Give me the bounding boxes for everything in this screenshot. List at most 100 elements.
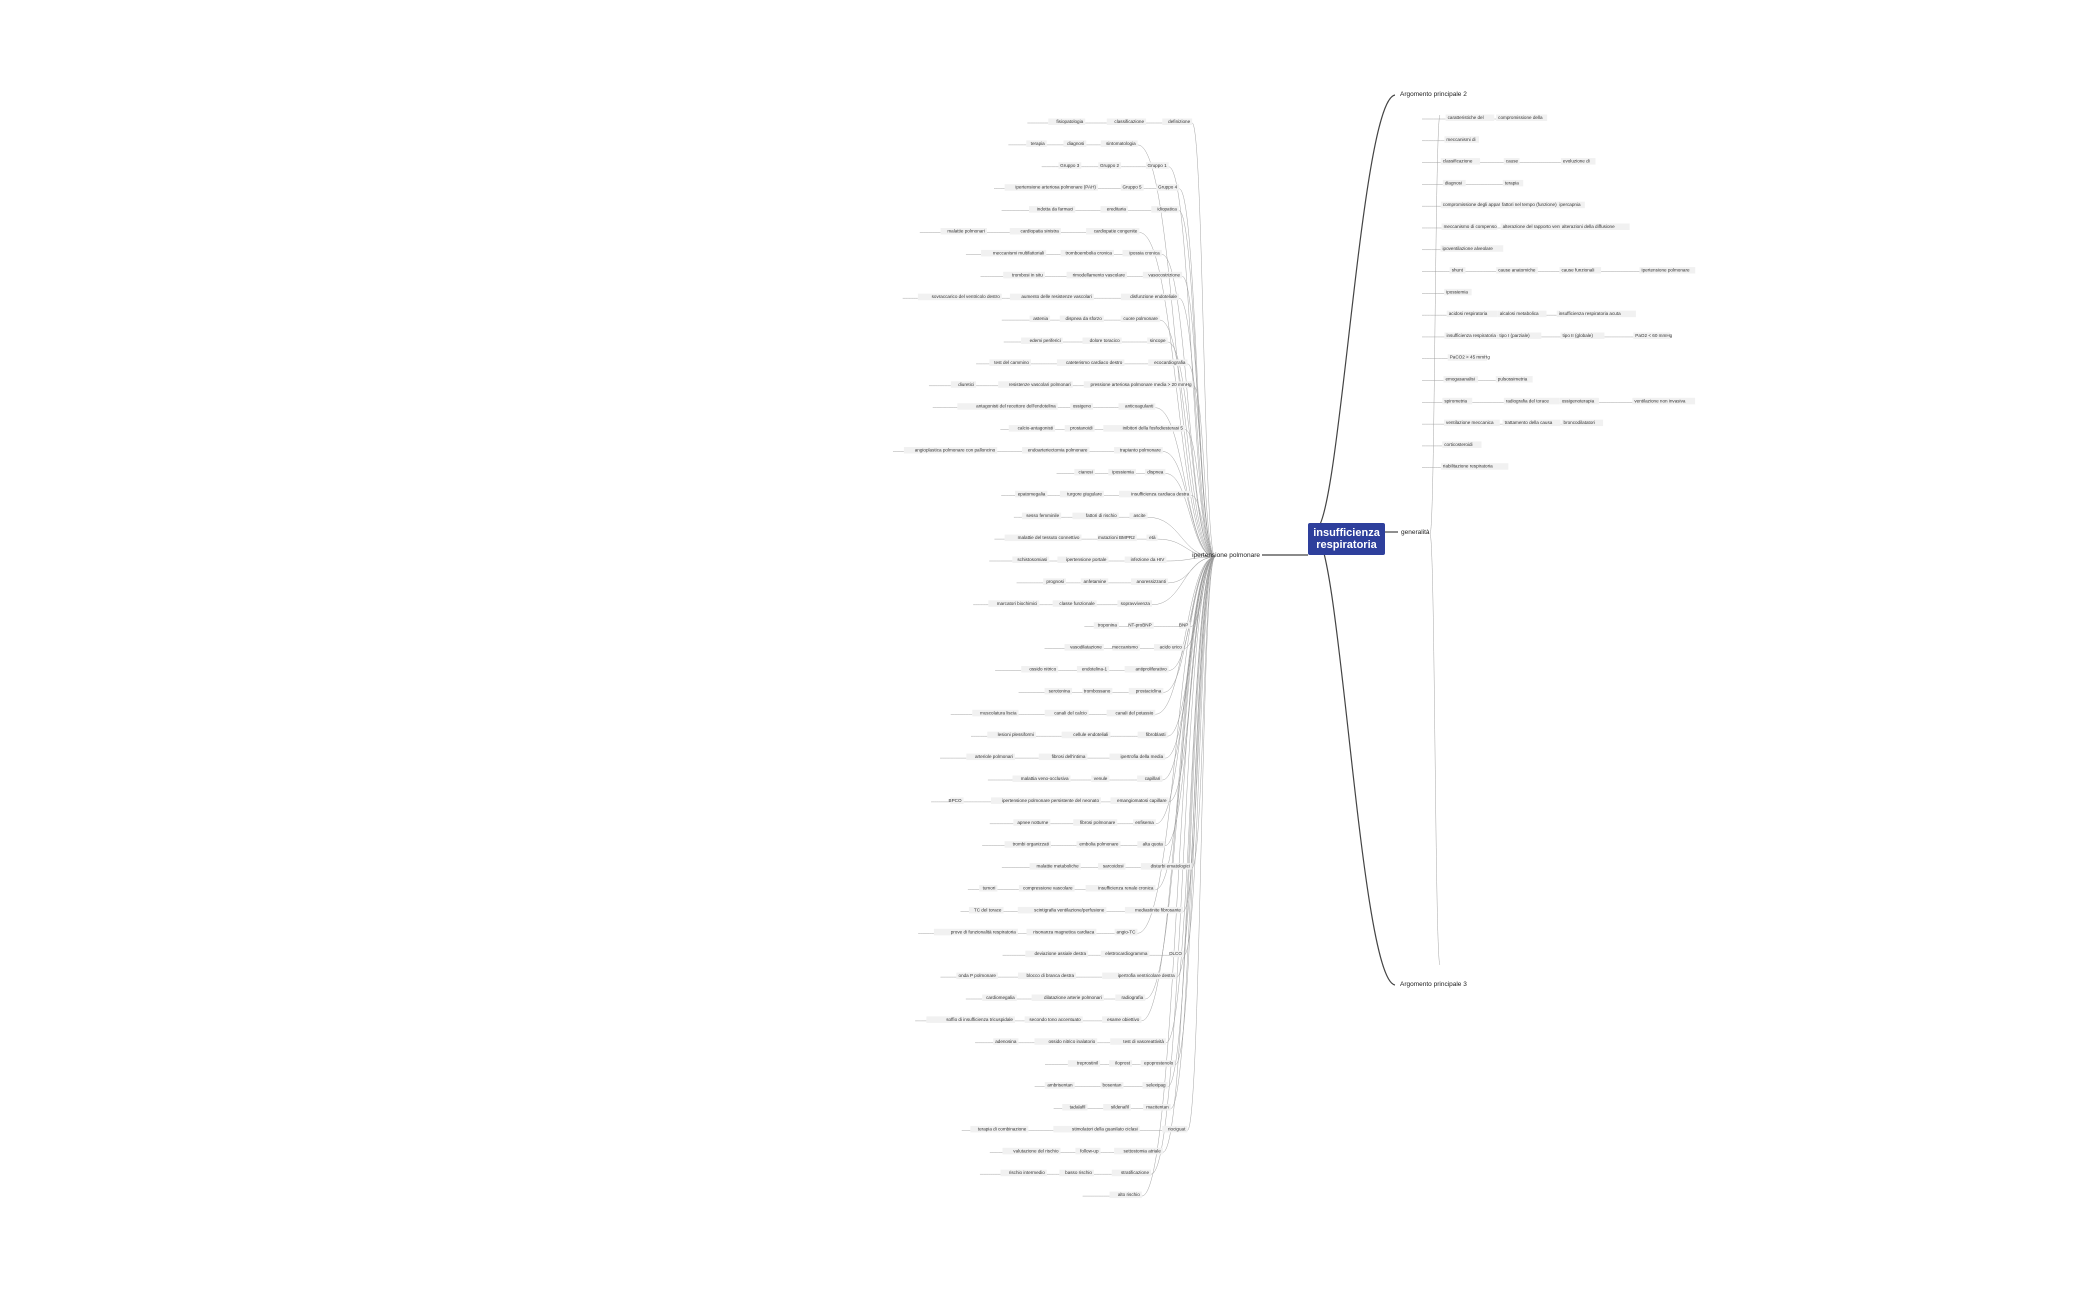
branch-ipertensione-polmonare[interactable]: ipertensione polmonare	[1192, 552, 1260, 559]
branch-argomento-3[interactable]: Argomento principale 3	[1400, 981, 1467, 988]
left-node[interactable]: epatomegalia	[1015, 490, 1048, 498]
left-node[interactable]: treprostinil	[1067, 1060, 1101, 1067]
left-node[interactable]: anfetamine	[1080, 578, 1109, 585]
left-node[interactable]: elettrocardiogramma	[1100, 950, 1150, 958]
left-node[interactable]: vasodilatazione	[1064, 644, 1104, 651]
left-node[interactable]: sildenafil	[1103, 1104, 1131, 1111]
left-node[interactable]: rimodellamento vascolare	[1066, 271, 1127, 279]
left-node[interactable]: fibrosi dell'intima	[1038, 753, 1088, 761]
right-node[interactable]: radiografia del torace	[1503, 397, 1560, 405]
left-node[interactable]: enfisema	[1133, 819, 1156, 826]
left-node[interactable]: selexipag	[1142, 1082, 1168, 1089]
left-node[interactable]: aumento delle resistenze vascolari	[1009, 293, 1094, 301]
left-node[interactable]: insufficienza renale cronica	[1085, 885, 1156, 892]
right-node[interactable]: cause anatomiche	[1496, 267, 1538, 274]
right-node[interactable]: shunt	[1449, 267, 1466, 274]
left-node[interactable]: pressione arteriosa polmonare media > 20…	[1083, 381, 1194, 388]
left-node[interactable]: esame obiettivo	[1102, 1016, 1142, 1023]
left-node[interactable]: emangiomatosi capillare	[1110, 797, 1169, 804]
right-node[interactable]: fattori nel tempo (funzione)	[1499, 201, 1570, 209]
left-node[interactable]: BNP	[1179, 622, 1191, 629]
left-node[interactable]: terapia di combinazione	[970, 1125, 1029, 1133]
left-node[interactable]: indotta da farmaci	[1028, 206, 1076, 213]
left-node[interactable]: Gruppo 4	[1156, 184, 1180, 191]
left-node[interactable]: resistenze vascolari polmonari	[998, 381, 1073, 388]
left-node[interactable]: canali del potassio	[1106, 709, 1156, 717]
left-node[interactable]: ossigeno	[1070, 403, 1094, 410]
left-node[interactable]: Gruppo 2	[1098, 162, 1122, 169]
left-node[interactable]: test di vasoreattività	[1110, 1038, 1166, 1045]
left-node[interactable]: stimolatori della guanilato ciclasi	[1053, 1125, 1140, 1133]
left-node[interactable]: ipertensione portale	[1057, 556, 1109, 564]
left-node[interactable]: classificazione	[1106, 118, 1147, 126]
left-node[interactable]: settostomia atriale	[1114, 1147, 1163, 1155]
right-node[interactable]: cause	[1503, 158, 1520, 165]
left-node[interactable]: ipossiemia	[1108, 468, 1136, 476]
left-node[interactable]: malattie del tessuto connettivo	[1004, 534, 1082, 542]
left-node[interactable]: idiopatica	[1151, 206, 1179, 213]
left-node[interactable]: Gruppo 3	[1058, 162, 1082, 169]
left-node[interactable]: cuore polmonare	[1120, 315, 1160, 323]
left-node[interactable]: definizione	[1162, 118, 1193, 126]
left-node[interactable]: secondo tono accentuato	[1024, 1016, 1083, 1023]
left-node[interactable]: serotonina	[1044, 687, 1073, 695]
right-node[interactable]: ossigenoterapia	[1559, 397, 1599, 405]
left-node[interactable]: BPCO	[949, 797, 964, 804]
left-node[interactable]: dispnea	[1144, 468, 1166, 476]
left-node[interactable]: cardiopatie congenite	[1086, 228, 1140, 235]
left-node[interactable]: riociguat	[1162, 1125, 1188, 1133]
left-node[interactable]: embolia polmonare	[1076, 841, 1121, 848]
left-node[interactable]: iloprost	[1109, 1060, 1133, 1067]
left-node[interactable]: alto rischio	[1109, 1191, 1142, 1199]
left-node[interactable]: schistosomiasi	[1012, 556, 1050, 564]
left-node[interactable]: radiografia	[1115, 994, 1146, 1002]
left-node[interactable]: ecocardiografia	[1148, 359, 1188, 366]
left-node[interactable]: prostanoidi	[1064, 425, 1095, 432]
right-node[interactable]: ipossiemia	[1444, 288, 1472, 296]
left-node[interactable]: ipertrofia della media	[1109, 753, 1166, 761]
left-node[interactable]: Gruppo 5	[1120, 184, 1144, 191]
left-node[interactable]: acido urico	[1153, 644, 1184, 651]
right-node[interactable]: spirometria	[1442, 397, 1473, 405]
right-node[interactable]: ipoventilazione alveolare	[1440, 245, 1504, 252]
left-node[interactable]: sovraccarico del ventricolo destro	[917, 293, 1002, 301]
right-node[interactable]: alterazioni della diffusione	[1559, 223, 1630, 230]
left-node[interactable]: meccanismi multifattoriali	[981, 249, 1047, 257]
right-node[interactable]: corticosteroidi	[1442, 441, 1482, 448]
left-node[interactable]: bosentan	[1100, 1082, 1124, 1089]
left-node[interactable]: risonanza magnetica cardiaca	[1026, 928, 1097, 936]
left-node[interactable]: malattie metaboliche	[1029, 863, 1081, 870]
left-node[interactable]: anoressizzanti	[1131, 578, 1168, 585]
left-node[interactable]: trombi organizzati	[1004, 841, 1051, 848]
left-node[interactable]: ambrisentan	[1044, 1082, 1075, 1089]
left-node[interactable]: trombossano	[1082, 687, 1113, 695]
left-node[interactable]: deviazione assiale destra	[1025, 950, 1089, 958]
left-node[interactable]: prostaciclina	[1128, 687, 1164, 695]
right-node[interactable]: compromissione della	[1496, 114, 1548, 122]
right-node[interactable]: meccanismo di compenso	[1441, 223, 1498, 230]
right-node[interactable]: ventilazione meccanica	[1444, 419, 1500, 427]
left-node[interactable]: ipertensione polmonare persistente del n…	[991, 797, 1102, 804]
left-node[interactable]: NT-proBNP	[1128, 622, 1154, 629]
left-node[interactable]: disfunzione endoteliale	[1120, 293, 1179, 301]
right-node[interactable]: broncodilatatori	[1561, 419, 1604, 427]
right-node[interactable]: classificazione	[1440, 158, 1481, 165]
left-node[interactable]: cellule endoteliali	[1061, 731, 1111, 739]
left-node[interactable]: antiproliferativo	[1124, 666, 1169, 673]
left-node[interactable]: ossido nitrico inalatorio	[1034, 1038, 1098, 1045]
right-node[interactable]: tipo II (globale)	[1560, 332, 1605, 339]
left-node[interactable]: vasocostrizione	[1142, 271, 1183, 279]
left-node[interactable]: disturbi ematologici	[1140, 863, 1192, 870]
left-node[interactable]: inibitori della fosfodiesterasi 5	[1103, 425, 1185, 432]
left-node[interactable]: sopravvivenza	[1117, 600, 1152, 607]
left-node[interactable]: rischio intermedio	[1000, 1169, 1047, 1177]
right-node[interactable]: evoluzione di	[1560, 158, 1596, 165]
left-node[interactable]: capillari	[1137, 775, 1163, 783]
right-node[interactable]: PaO2 < 60 mmHg	[1633, 332, 1673, 339]
right-node[interactable]: compromissione degli apparati respirator…	[1440, 201, 1549, 209]
left-node[interactable]: venule	[1091, 775, 1110, 783]
left-node[interactable]: test del cammino	[989, 359, 1032, 366]
left-node[interactable]: sintomatologia	[1100, 140, 1138, 147]
left-node[interactable]: cianosi	[1074, 468, 1095, 476]
central-topic[interactable]: insufficienza respiratoria	[1308, 523, 1385, 555]
